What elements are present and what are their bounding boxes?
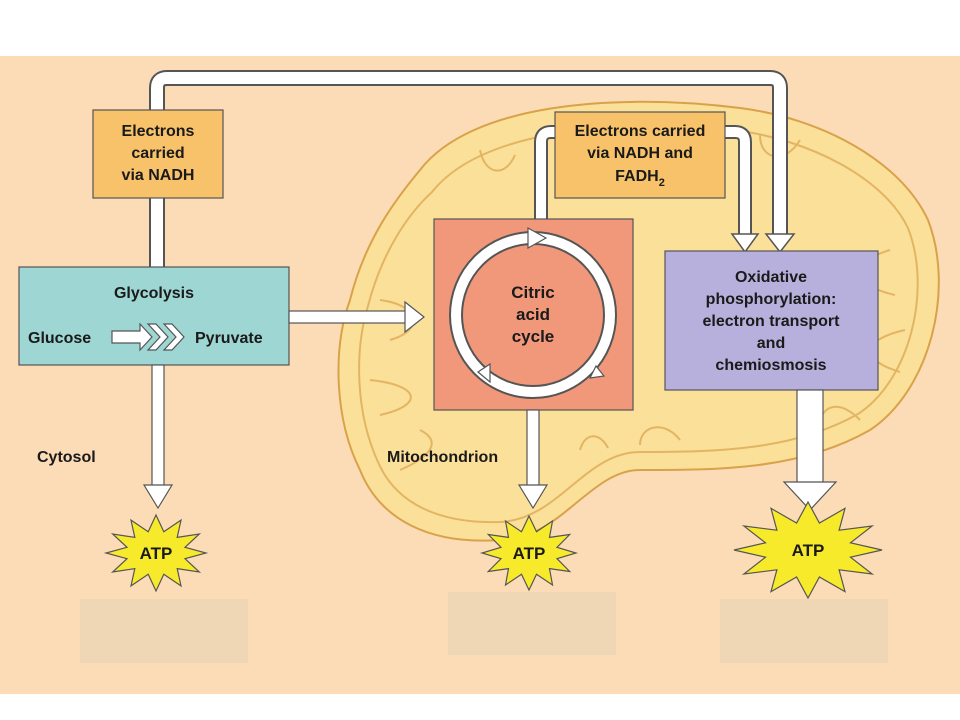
glucose-label: Glucose bbox=[28, 330, 91, 347]
oxphos-line-4: and bbox=[757, 335, 785, 352]
answer-box-1 bbox=[80, 599, 248, 663]
oxidative-phosphorylation-box: Oxidative phosphorylation: electron tran… bbox=[664, 250, 879, 391]
electrons-fadh2-line-2: via NADH and bbox=[587, 145, 693, 162]
glycolysis-steps-arrow bbox=[111, 322, 185, 352]
atp-burst-1: ATP bbox=[103, 513, 209, 593]
atp-label-1: ATP bbox=[140, 544, 173, 563]
cycle-arrowhead-top bbox=[527, 226, 548, 250]
cytosol-label: Cytosol bbox=[37, 449, 96, 466]
oxphos-line-5: chemiosmosis bbox=[715, 357, 826, 374]
fadh-arrows bbox=[534, 125, 760, 254]
electrons-nadh-line-2: carried bbox=[131, 145, 184, 162]
loop-arrow bbox=[149, 70, 796, 267]
glycolysis-box: Glycolysis Glucose Pyruvate bbox=[18, 266, 290, 366]
fadh-subscript: 2 bbox=[659, 177, 665, 189]
atp-burst-3: ATP bbox=[733, 500, 883, 600]
citric-acid-cycle-box: Citric acid cycle bbox=[433, 218, 634, 411]
answer-box-3 bbox=[720, 599, 888, 663]
atp-arrows bbox=[142, 364, 838, 511]
electrons-fadh2-line-3: FADH2 bbox=[615, 168, 665, 189]
electrons-nadh-line-3: via NADH bbox=[122, 167, 195, 184]
cycle-arrowhead-right bbox=[588, 364, 606, 379]
atp-label-2: ATP bbox=[513, 544, 546, 563]
citric-line-3: cycle bbox=[512, 327, 555, 346]
atp-burst-2: ATP bbox=[479, 514, 579, 592]
fadh-base: FADH bbox=[615, 168, 659, 185]
cycle-arrowhead-left bbox=[476, 362, 491, 384]
citric-line-1: Citric bbox=[511, 283, 554, 302]
mitochondrion-label: Mitochondrion bbox=[387, 449, 498, 466]
electrons-nadh-box: Electrons carried via NADH bbox=[92, 109, 224, 199]
pyruvate-arrow bbox=[288, 300, 425, 334]
pyruvate-label: Pyruvate bbox=[195, 330, 263, 347]
oxphos-line-1: Oxidative bbox=[735, 269, 807, 286]
answer-box-2 bbox=[448, 592, 616, 655]
citric-line-2: acid bbox=[516, 305, 550, 324]
oxphos-line-3: electron transport bbox=[703, 313, 841, 330]
electrons-fadh2-line-1: Electrons carried bbox=[575, 123, 706, 140]
electrons-nadh-line-1: Electrons bbox=[122, 123, 195, 140]
oxphos-line-2: phosphorylation: bbox=[706, 291, 837, 308]
electrons-fadh2-box: Electrons carried via NADH and FADH2 bbox=[554, 111, 726, 199]
glycolysis-title: Glycolysis bbox=[114, 285, 194, 302]
atp-label-3: ATP bbox=[792, 541, 825, 560]
